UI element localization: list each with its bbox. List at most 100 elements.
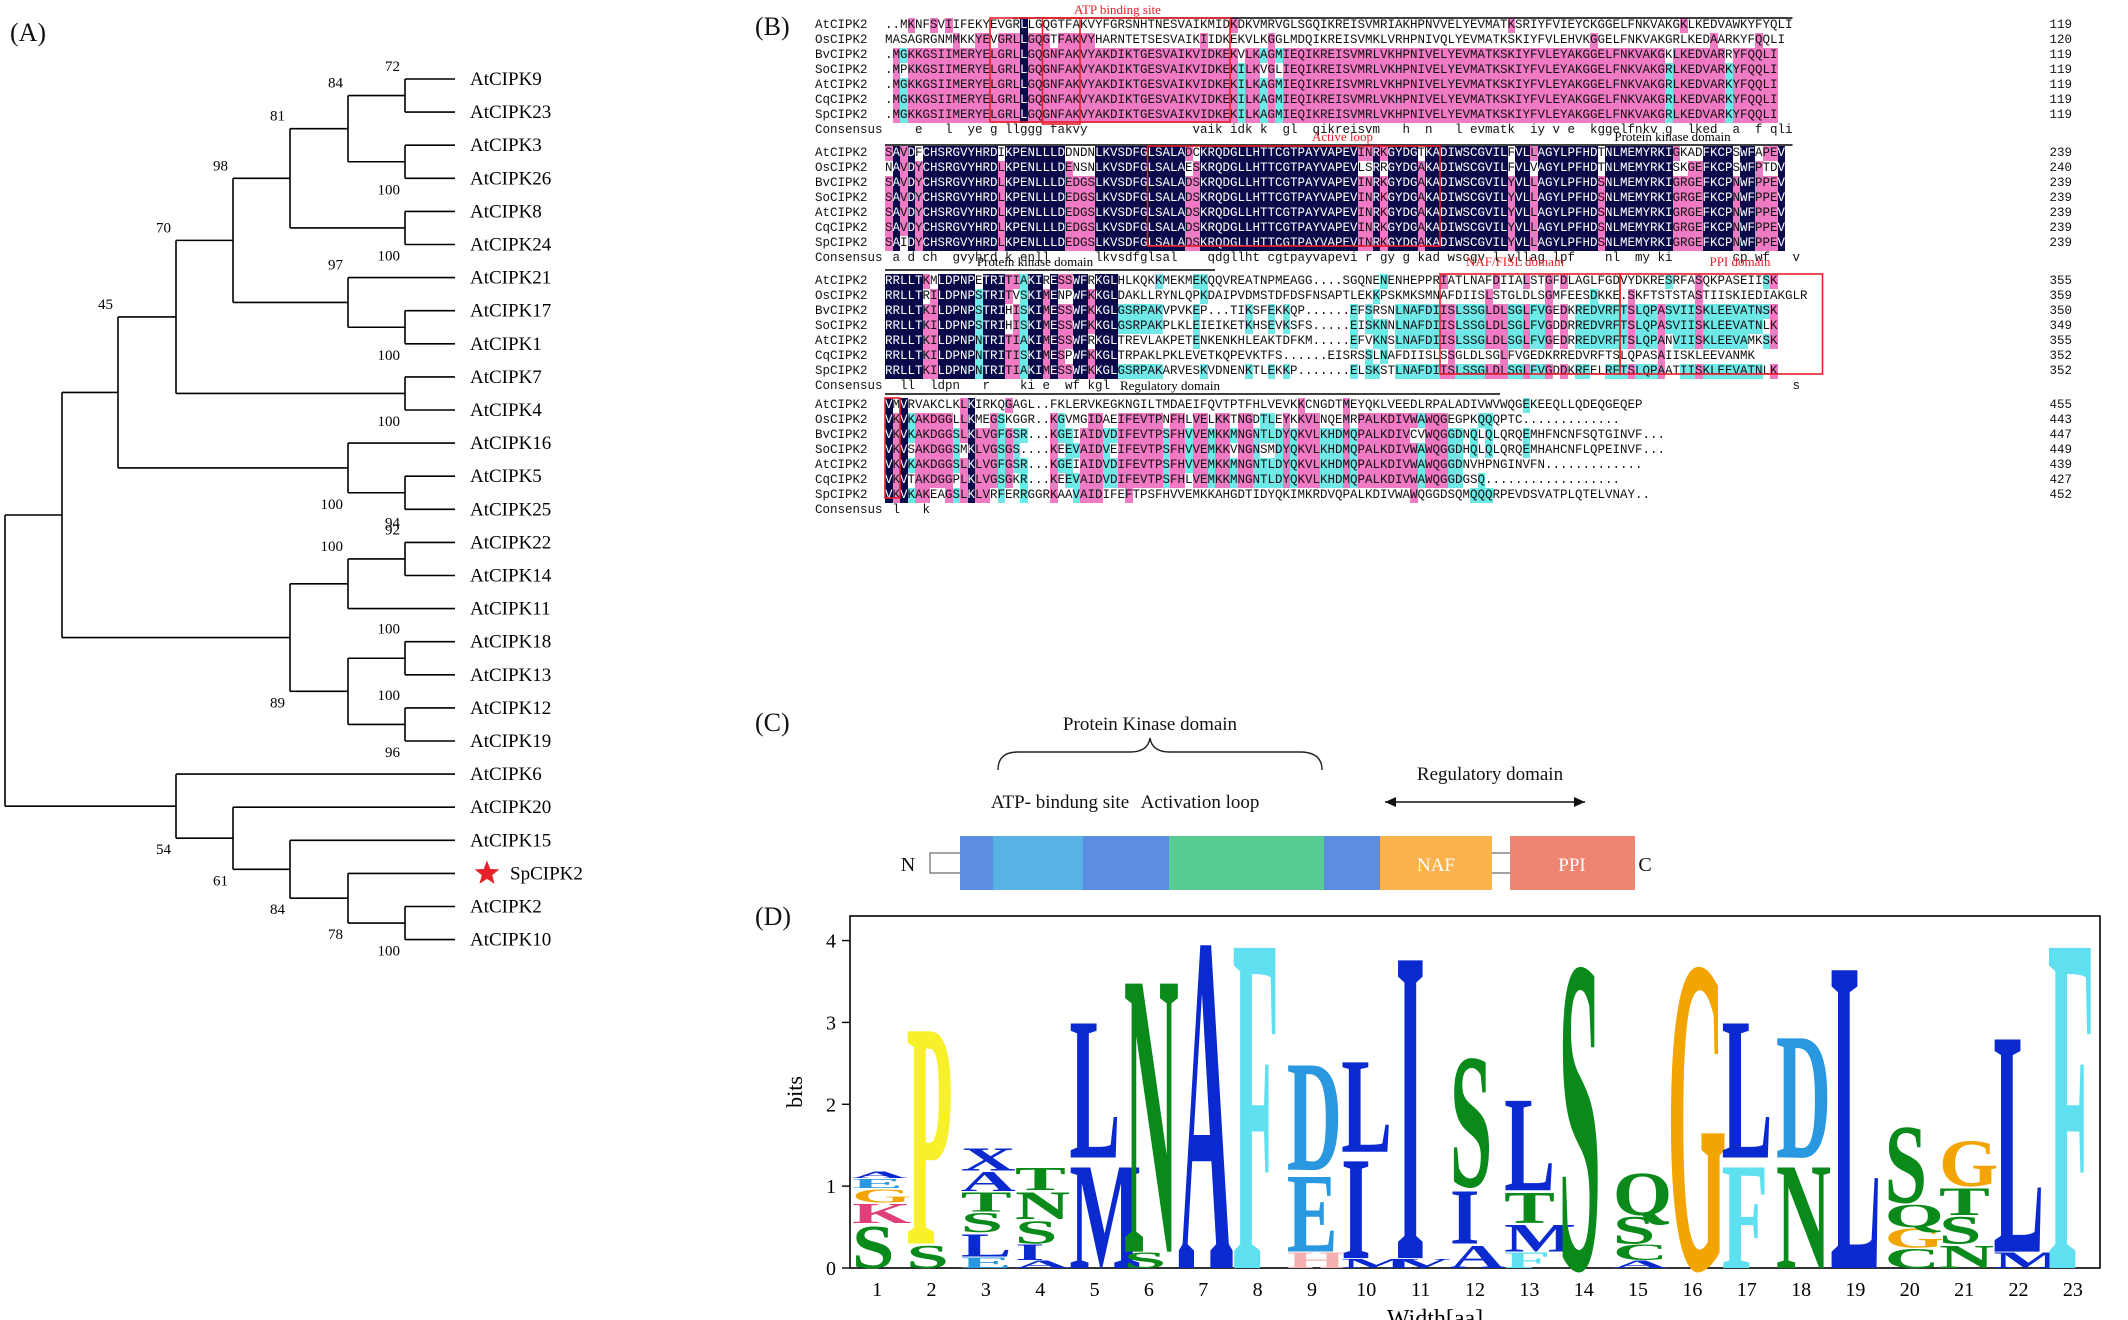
bootstrap-value: 97 [328, 258, 344, 274]
sequence-end-number: 239 [2049, 206, 2072, 220]
logo-letter-glyph: S [961, 1207, 1003, 1238]
sequence-text: SAVDFCHSRGVYHRDIKPENLLLDDNDNLKVSDFGLSALA… [885, 146, 1786, 161]
logo-letter-glyph: K [852, 1198, 912, 1229]
logo-letter: A [1015, 1258, 1070, 1271]
sequence-text: SAVDYCHSRGVYHRDLKPENLLLDEDGSLKVSDFGLSALA… [885, 206, 1786, 221]
tree-leaf-label: AtCIPK16 [470, 433, 551, 454]
bootstrap-value: 98 [213, 158, 228, 174]
logo-letter-glyph: N [1939, 1237, 1994, 1275]
logo-letter: F [1504, 1248, 1551, 1273]
sequence-text: RRLLTKILDPNPSTRIHISKIMESSWFKKGLGSRPAKVPV… [885, 304, 1778, 319]
logo-letter-glyph: N [1015, 1184, 1070, 1228]
x-tick-label: 18 [1791, 1279, 1811, 1301]
bootstrap-value: 96 [385, 745, 401, 761]
logo-letter-glyph: S [852, 1213, 894, 1282]
sequence-end-number: 119 [2049, 108, 2072, 122]
regulatory-domain-label: Regulatory domain [1120, 378, 1221, 393]
sequence-text: RRLLTKILDPNPNTRITIAKIMESSWFRKGLTREVLAKPE… [885, 334, 1778, 349]
alignment-row: CqCIPK2.MGKKGSIIMERYELGRLLGQGNFAKVYAKDIK… [815, 93, 2072, 108]
logo-letter: I [1395, 900, 1425, 1320]
logo-letter: L [1504, 1069, 1555, 1220]
ppi-label: PPI [1558, 855, 1585, 876]
x-tick-label: 23 [2063, 1279, 2083, 1301]
logo-letter: T [961, 1187, 1012, 1218]
logo-letter-glyph: I [1395, 900, 1425, 1320]
logo-letter: D [1776, 997, 1831, 1198]
c-terminus-label: C [1638, 854, 1651, 876]
sequence-text: .MGKKGSIIMERYELGRLLGQGNFAKVYAKDIKTGESVAI… [885, 108, 1778, 123]
sequence-end-number: 240 [2049, 161, 2072, 175]
logo-letter: C [1613, 1240, 1668, 1265]
bootstrap-value: 100 [378, 622, 401, 638]
logo-letter-glyph: L [961, 1226, 1012, 1264]
sequence-end-number: 120 [2049, 33, 2072, 47]
sequence-end-number: 447 [2049, 428, 2072, 442]
annotation-box [884, 397, 901, 499]
sequence-text: .MGKKGSIIMERYELGRLLGQGNFAKVYAKDIKTGESVAI… [885, 93, 1778, 108]
x-tick-label: 16 [1682, 1279, 1702, 1301]
panel-a-label: (A) [10, 18, 47, 47]
logo-letter: T [1939, 1180, 1990, 1224]
logo-letter-glyph: E [852, 1176, 903, 1191]
logo-letter: I [1450, 1173, 1480, 1261]
tree-leaf-label: AtCIPK17 [470, 301, 551, 322]
consensus-label: Consensus [815, 379, 883, 393]
logo-letter: I [1341, 1127, 1371, 1290]
y-tick-label: 2 [826, 1094, 836, 1116]
alignment-row: AtCIPK2..MKNFSVIIFEKYEVGRLLGQGTFAKVYFGRS… [815, 18, 2072, 33]
sequence-text: SAVDYCHSRGVYHRDLKPENLLLDEDGSLKVSDFGLSALA… [885, 221, 1786, 236]
active-loop-label: Active loop [1312, 129, 1373, 144]
sequence-text: VKVSAKDGGSMKLVGSGS....KEEVAIDVEIFEVTPSFH… [885, 443, 1666, 458]
sequence-text: .MGKKGSIIMERYELGRLLGQGNFAKVYAKDIKTGESVAI… [885, 48, 1778, 63]
bootstrap-value: 54 [156, 842, 172, 858]
logo-letter-glyph: F [1722, 1132, 1769, 1302]
logo-letter: C [1885, 1243, 1940, 1274]
tree-leaf-label: AtCIPK19 [470, 731, 551, 752]
logo-letter-glyph: G [1885, 1223, 1944, 1254]
sequence-text: RRLLTKMLDPNPETRITIAKIRESSWFRKGLHLKQKKMEK… [885, 274, 1778, 289]
sequence-text: SAVDYCHSRGVYHRDLKPENLLLDEDGSLKVSDFGLSALA… [885, 176, 1786, 191]
logo-letter-glyph: S [1559, 900, 1601, 1320]
logo-letter: A [852, 1170, 907, 1180]
consensus-label: Consensus [815, 503, 883, 517]
sequence-name: OsCIPK2 [815, 289, 868, 303]
logo-letter: A [1450, 1237, 1506, 1275]
logo-letter-glyph: F [2048, 900, 2095, 1320]
logo-letter: E [961, 1254, 1012, 1272]
tree-leaf-label: AtCIPK13 [470, 665, 551, 686]
panel-b-label: (B) [755, 12, 790, 41]
logo-letter-glyph: A [1015, 1258, 1070, 1271]
logo-letter: S [1613, 1209, 1655, 1253]
logo-letter: N [1939, 1237, 1994, 1275]
logo-letter: T [1504, 1182, 1555, 1233]
sequence-name: SpCIPK2 [815, 236, 868, 250]
logo-letter: H [1287, 1248, 1346, 1273]
sequence-name: AtCIPK2 [815, 78, 868, 92]
tree-leaf-label: AtCIPK10 [470, 930, 551, 951]
star-icon [474, 860, 500, 884]
logo-letter-glyph: D [1287, 1028, 1342, 1204]
sequence-name: SoCIPK2 [815, 319, 868, 333]
protein-kinase-domain-label-2: Protein kinase domain [977, 254, 1094, 269]
logo-letter-glyph: E [961, 1254, 1012, 1272]
activation-loop-segment [1169, 836, 1324, 890]
x-tick-label: 9 [1307, 1279, 1317, 1301]
bootstrap-value: 100 [378, 944, 401, 960]
consensus-label: Consensus [815, 123, 883, 137]
logo-letter-glyph: E [1287, 1151, 1338, 1277]
logo-letter: S [1015, 1213, 1057, 1251]
sequence-end-number: 449 [2049, 443, 2072, 457]
bootstrap-value: 100 [321, 539, 344, 555]
logo-letter: L [961, 1226, 1012, 1264]
panel-c-label: (C) [755, 708, 790, 737]
logo-letter: E [1287, 1151, 1338, 1277]
sequence-name: CqCIPK2 [815, 221, 868, 235]
sequence-end-number: 119 [2049, 63, 2072, 77]
sequence-end-number: 119 [2049, 78, 2072, 92]
consensus-sequence: l k [892, 503, 931, 517]
protein-kinase-domain-label: Protein Kinase domain [1063, 714, 1238, 735]
